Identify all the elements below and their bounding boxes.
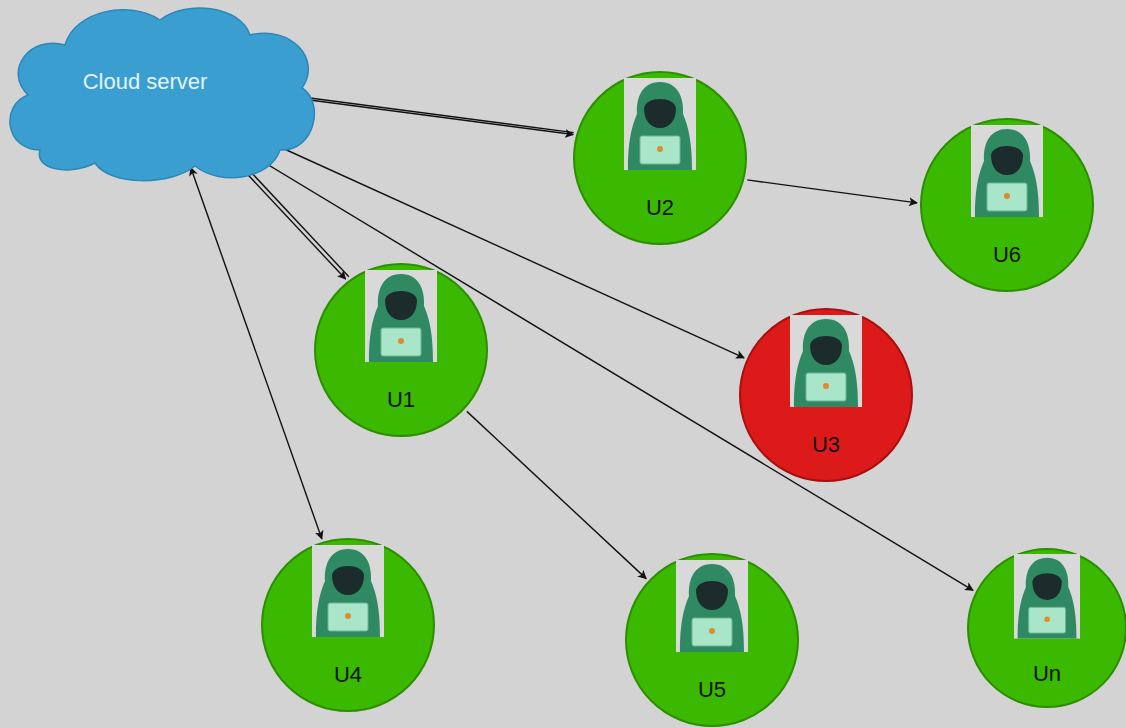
hacker-icon [624, 78, 696, 170]
user-label: U1 [387, 387, 415, 413]
hood [628, 82, 692, 170]
hacker-icon [676, 560, 748, 652]
laptop-logo [823, 383, 829, 389]
user-node: U3 [739, 308, 913, 482]
hood [794, 319, 858, 407]
hacker-icon [971, 125, 1043, 217]
user-node: U4 [261, 538, 435, 712]
laptop [328, 603, 368, 631]
laptop-logo [398, 338, 404, 344]
arrow-connector [300, 99, 573, 135]
hacker-icon [365, 270, 437, 362]
icon-ground [365, 270, 437, 362]
user-node: U1 [314, 263, 488, 437]
icon-ground [676, 560, 748, 652]
user-label: U6 [993, 242, 1021, 268]
user-label: U5 [698, 677, 726, 703]
cloud-shape: Cloud server [0, 0, 320, 185]
icon-ground [790, 315, 862, 407]
laptop [381, 328, 421, 356]
icon-ground [971, 125, 1043, 217]
face [1032, 574, 1061, 601]
arrow-connector [300, 97, 573, 133]
arrow-connector [233, 158, 346, 279]
laptop-logo [1004, 193, 1010, 199]
icon-ground [624, 78, 696, 170]
face [810, 336, 842, 365]
laptop-logo [345, 613, 351, 619]
hood [1018, 558, 1077, 639]
face [696, 581, 728, 610]
laptop [1029, 608, 1066, 634]
user-label: Un [1033, 661, 1061, 687]
cloud-label: Cloud server [83, 69, 208, 95]
arrow-connector [747, 180, 917, 203]
arrow-connector [467, 411, 646, 578]
icon-ground [1014, 554, 1080, 639]
hacker-icon [790, 315, 862, 407]
face [644, 99, 676, 128]
hood [369, 274, 433, 362]
laptop [640, 136, 680, 164]
hood [316, 549, 380, 637]
arrow-connector [191, 168, 322, 539]
user-node: U2 [573, 71, 747, 245]
laptop [806, 373, 846, 401]
laptop-logo [1044, 617, 1050, 623]
laptop-logo [709, 628, 715, 634]
user-node: Un [967, 548, 1126, 708]
hood [975, 129, 1039, 217]
user-node: U5 [625, 553, 799, 727]
face [332, 566, 364, 595]
face [385, 291, 417, 320]
cloud-path [10, 8, 314, 181]
user-label: U2 [646, 195, 674, 221]
face [991, 146, 1023, 175]
hacker-icon [312, 545, 384, 637]
user-label: U4 [334, 662, 362, 688]
hacker-icon [1014, 554, 1080, 639]
icon-ground [312, 545, 384, 637]
user-node: U6 [920, 118, 1094, 292]
laptop [987, 183, 1027, 211]
laptop-logo [657, 146, 663, 152]
user-label: U3 [812, 432, 840, 458]
hood [680, 564, 744, 652]
laptop [692, 618, 732, 646]
